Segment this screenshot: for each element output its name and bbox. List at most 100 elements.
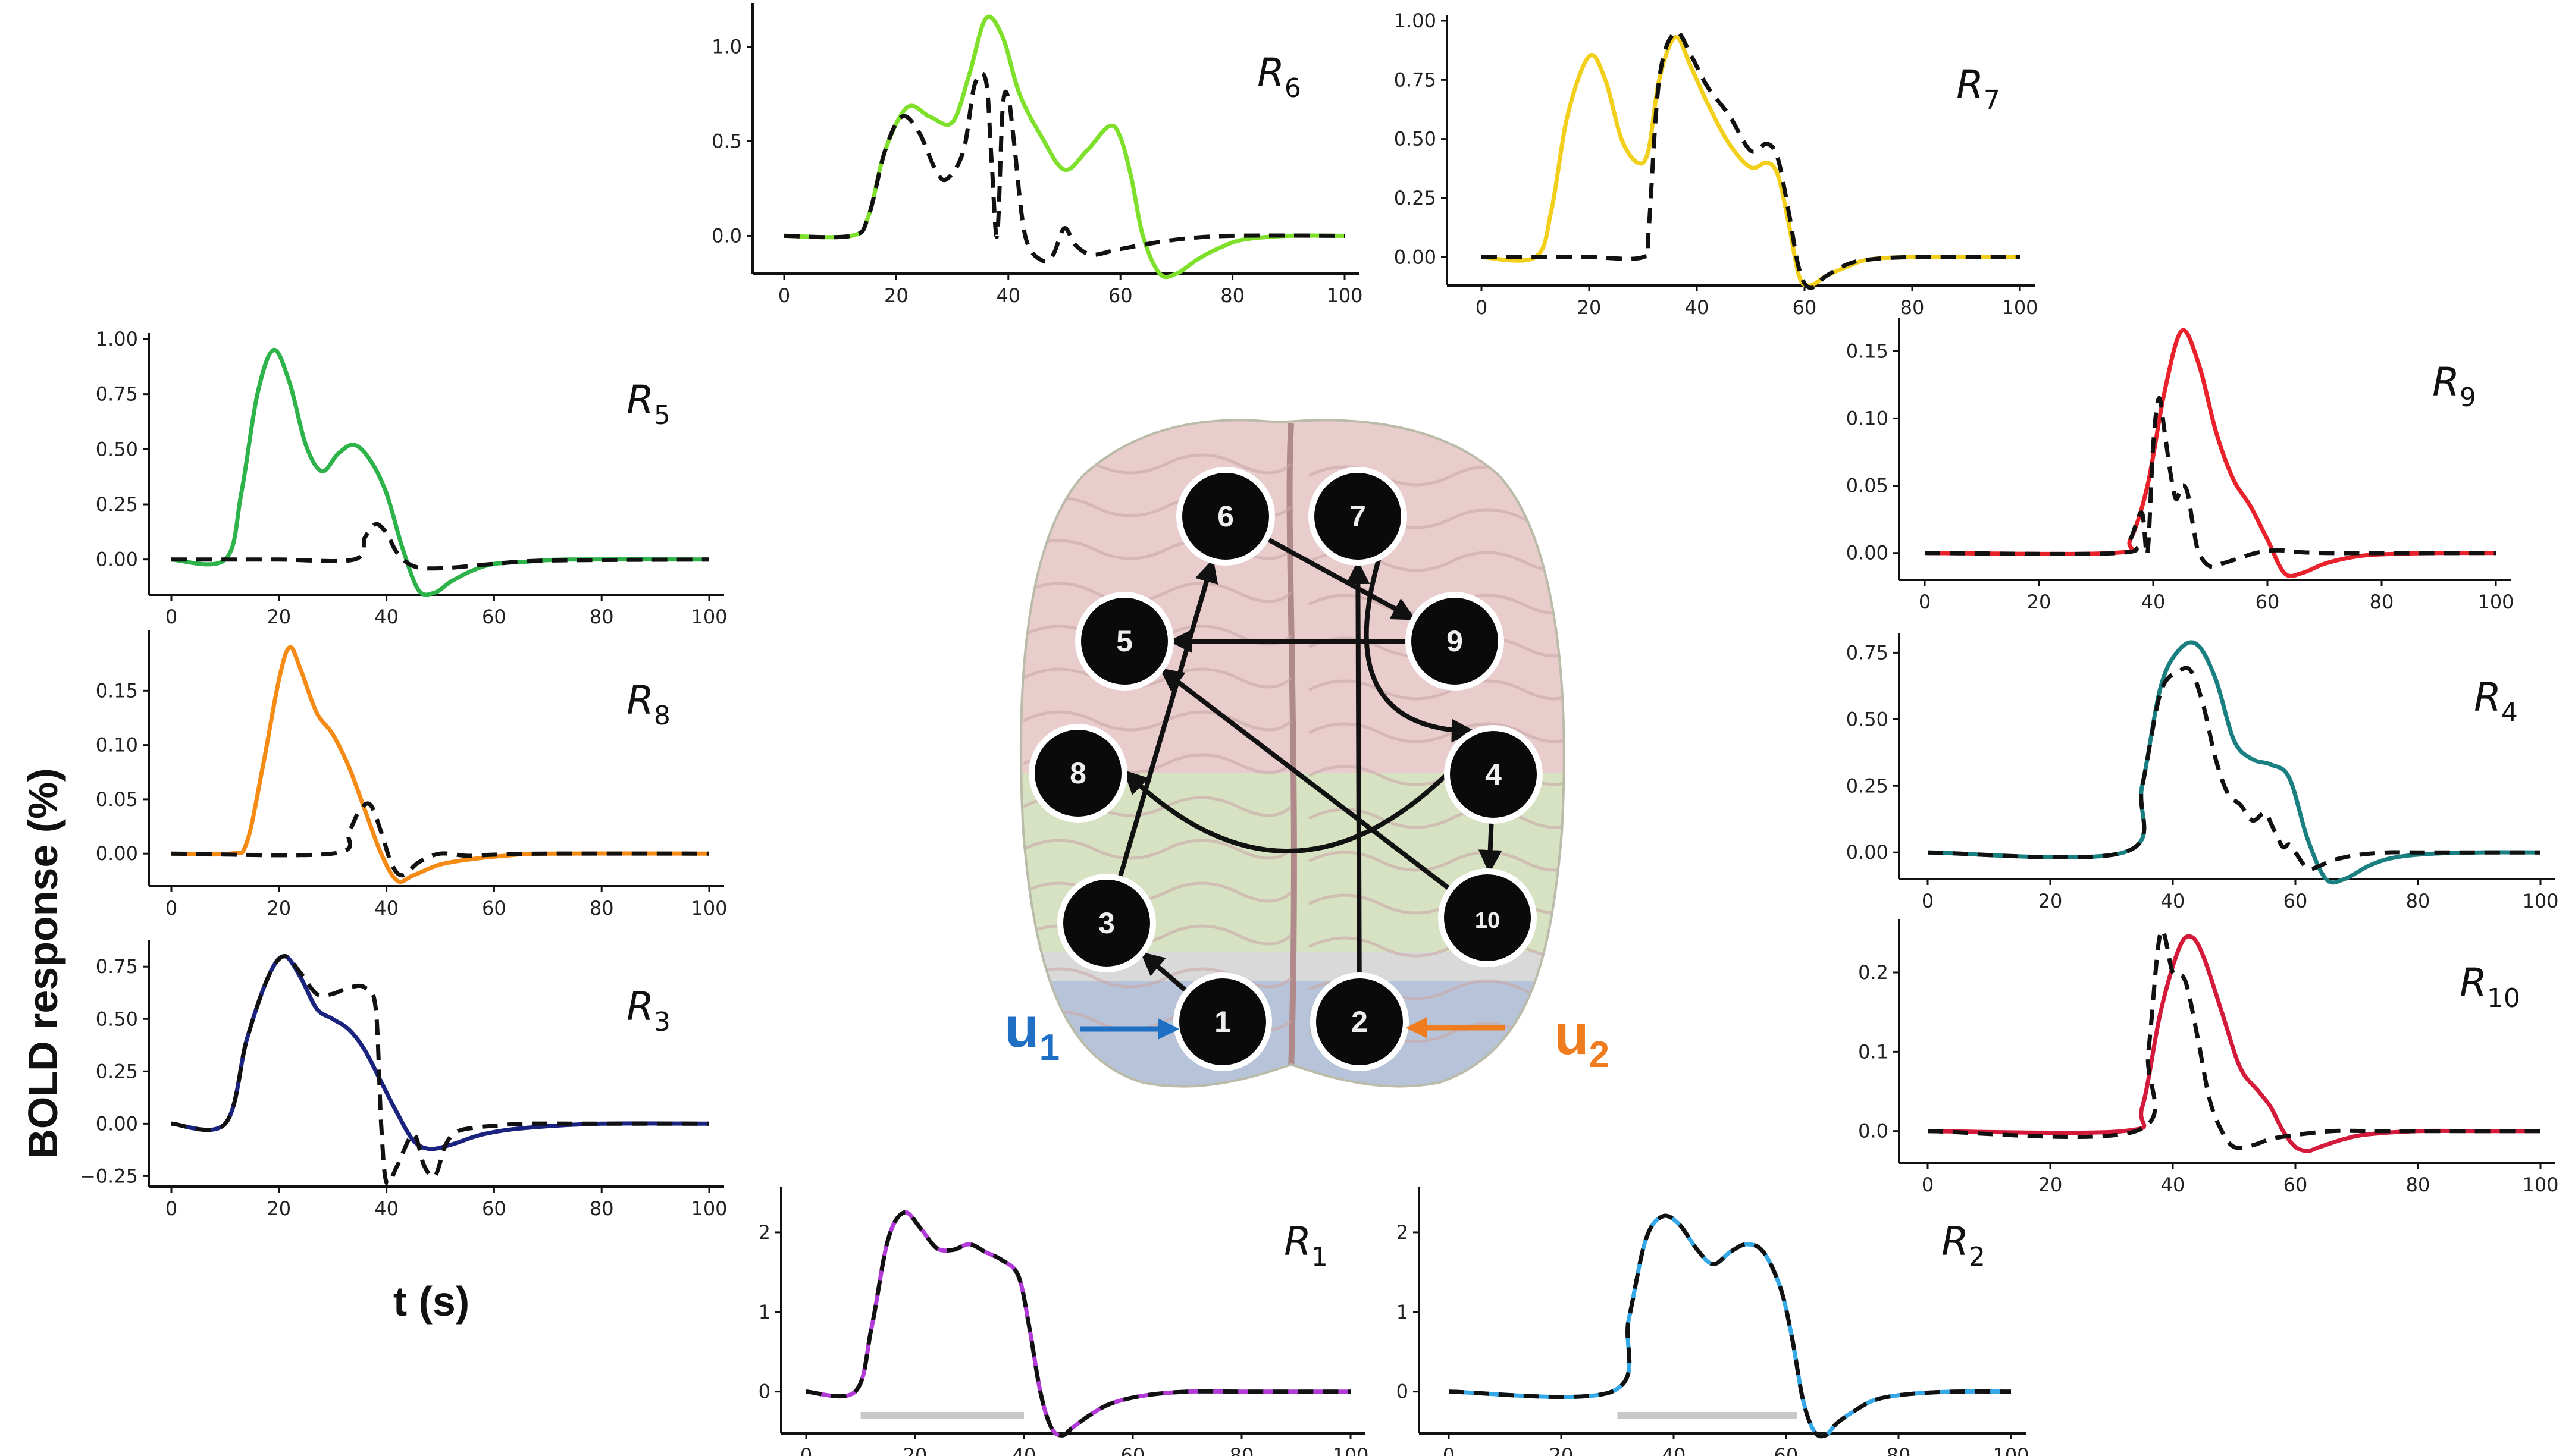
y-tick-label: 0.50 (96, 438, 138, 460)
global-y-axis-label: BOLD response (%) (20, 768, 66, 1159)
y-tick-label: 2 (1396, 1221, 1408, 1244)
y-tick-label: −0.25 (80, 1165, 138, 1187)
x-tick-label: 40 (2161, 890, 2185, 912)
y-tick-label: 1.0 (712, 36, 742, 58)
node-7: 7 (1308, 467, 1407, 566)
node-4: 4 (1444, 725, 1543, 824)
x-tick-label: 40 (2141, 591, 2166, 613)
x-tick-label: 40 (996, 284, 1020, 307)
y-tick-label: 0.00 (1846, 841, 1888, 864)
x-tick-label: 60 (1793, 296, 1817, 319)
x-tick-label: 40 (374, 605, 399, 628)
x-tick-label: 20 (267, 897, 291, 920)
chart-title: R7 (1956, 62, 2000, 115)
reference-series-line (1927, 666, 2540, 871)
x-tick-label: 0 (165, 605, 177, 628)
y-tick-label: 0.10 (96, 734, 138, 757)
x-tick-label: 100 (2522, 890, 2558, 912)
y-tick-label: 0.0 (1858, 1120, 1888, 1143)
y-tick-label: 0.00 (96, 1112, 138, 1135)
x-tick-label: 0 (1922, 890, 1934, 912)
network-edges (1117, 536, 1502, 994)
model-series-line (1927, 934, 2540, 1153)
edge-4-to-10 (1478, 820, 1502, 874)
x-tick-label: 80 (2370, 591, 2394, 613)
x-tick-label: 20 (884, 284, 909, 307)
y-tick-label: 0.10 (1846, 407, 1888, 429)
node-label: 8 (1070, 757, 1086, 790)
edge-10-to-5 (1159, 667, 1452, 892)
model-series-line (1924, 328, 2496, 579)
y-tick-label: 1 (1396, 1301, 1408, 1323)
x-tick-label: 40 (374, 1197, 399, 1220)
chart-title: R2 (1941, 1219, 1985, 1272)
x-tick-label: 80 (2406, 890, 2430, 912)
x-tick-label: 100 (1332, 1444, 1368, 1456)
y-tick-label: 0.25 (96, 493, 138, 516)
x-tick-label: 100 (1993, 1444, 2029, 1456)
edge-4-to-8 (1123, 770, 1449, 853)
model-series-line (784, 14, 1345, 280)
y-tick-label: 0.75 (96, 383, 138, 406)
node-label: 3 (1098, 906, 1115, 940)
node-6: 6 (1176, 467, 1275, 566)
node-8: 8 (1029, 724, 1127, 823)
chart-title: R6 (1257, 50, 1301, 103)
x-tick-label: 100 (2001, 296, 2038, 319)
node-label: 6 (1217, 500, 1234, 533)
reference-series-line (1927, 928, 2540, 1150)
reference-series-line (784, 71, 1345, 264)
reference-series-line (171, 801, 710, 878)
chart-title: R5 (626, 377, 671, 431)
x-tick-label: 20 (1577, 296, 1602, 319)
reference-series-line (171, 954, 709, 1187)
x-tick-label: 0 (165, 1197, 177, 1220)
x-tick-label: 40 (1685, 296, 1709, 319)
x-tick-label: 0 (1922, 1173, 1934, 1196)
y-tick-label: 0.50 (96, 1008, 138, 1030)
model-series-line (1927, 640, 2541, 885)
edge-6-to-9 (1265, 536, 1417, 620)
x-tick-label: 100 (691, 1197, 727, 1220)
x-tick-label: 80 (590, 1197, 614, 1220)
model-series-line (171, 954, 710, 1151)
reference-series-line (1448, 1213, 2012, 1439)
chart-title: R10 (2460, 960, 2520, 1013)
y-tick-label: 1.00 (96, 328, 138, 350)
model-series-line (1448, 1213, 2012, 1439)
y-tick-label: 0.1 (1858, 1040, 1888, 1063)
y-tick-label: 0 (759, 1380, 770, 1403)
y-tick-label: 0.00 (1846, 542, 1888, 564)
x-tick-label: 60 (482, 1197, 506, 1220)
input-u1-label: u1 (1004, 996, 1060, 1068)
reference-series-line (1481, 30, 2020, 290)
x-tick-label: 0 (1476, 296, 1487, 319)
y-tick-label: 0.25 (96, 1060, 138, 1082)
x-tick-label: 60 (1121, 1444, 1145, 1456)
node-label: 9 (1446, 625, 1463, 658)
y-tick-label: 0.15 (96, 679, 138, 702)
x-tick-label: 0 (165, 897, 177, 920)
y-tick-label: 0.5 (712, 130, 742, 153)
y-tick-label: 0.05 (1846, 475, 1888, 497)
chart-title: R1 (1284, 1219, 1328, 1272)
chart-title: R4 (2474, 674, 2518, 728)
x-tick-label: 0 (778, 284, 790, 307)
y-tick-label: 0.00 (96, 842, 138, 865)
reference-series-line (1924, 396, 2496, 569)
x-tick-label: 100 (1326, 284, 1362, 307)
node-label: 10 (1475, 908, 1500, 933)
node-label: 2 (1351, 1005, 1368, 1038)
node-2: 2 (1310, 972, 1409, 1071)
edge-3-to-6 (1117, 558, 1218, 880)
